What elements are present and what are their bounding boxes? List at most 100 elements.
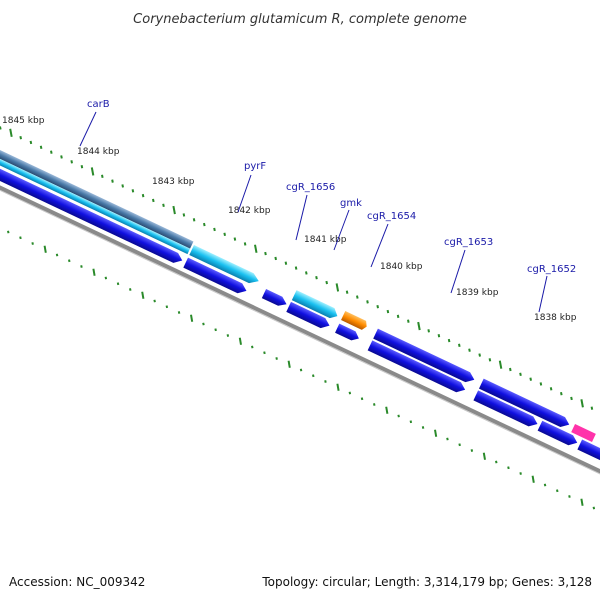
gene-carB-shape[interactable] (0, 141, 194, 249)
gc-tick (421, 426, 425, 429)
ruler-tick (39, 145, 43, 150)
ruler-labels: 1845 kbp 1844 kbp 1843 kbp 1842 kbp 1841… (2, 116, 577, 323)
ruler-tick (70, 160, 73, 164)
gene-lower-5[interactable] (577, 439, 600, 471)
ruler-tick (152, 198, 155, 203)
gc-tick (129, 288, 132, 291)
gene-label-cgR_1656[interactable]: cgR_1656 (286, 182, 335, 193)
ruler-tick (213, 227, 216, 232)
ruler-tick (549, 387, 553, 391)
ruler-tick (376, 305, 379, 309)
gene-label-pyrF[interactable]: pyrF (244, 161, 266, 172)
ruler-tick (417, 321, 421, 331)
gc-tick (165, 305, 169, 309)
ruler-tick (519, 372, 522, 377)
ruler-tick (335, 283, 340, 292)
gene-cgR_1653-lower[interactable] (367, 340, 468, 395)
gc-tick (592, 506, 596, 510)
gene-cgR_1656-lower[interactable] (286, 301, 331, 331)
ruler-tick (498, 360, 503, 369)
ruler-tick (233, 237, 237, 241)
gc-tick (336, 383, 340, 391)
ruler-tick (458, 343, 461, 348)
ruler-tick (590, 406, 594, 410)
gene-cgR_1652-shape[interactable] (478, 378, 571, 430)
gc-tick (104, 276, 108, 280)
gc-tick (556, 489, 559, 493)
ruler-tick (172, 205, 176, 215)
gene-label-gmk[interactable]: gmk (340, 198, 362, 209)
gc-tick (348, 391, 352, 395)
ruler-ticks (0, 126, 594, 410)
ruler-tick (141, 193, 145, 198)
gene-lower-3[interactable] (473, 390, 539, 429)
ruler-tick (315, 276, 318, 280)
gc-tick (19, 236, 22, 240)
gene-small-blue-b[interactable] (335, 323, 361, 343)
gene-cgR_1653-shape[interactable] (373, 328, 476, 386)
ruler-tick (0, 126, 2, 130)
gc-tick (31, 242, 34, 245)
ruler-tick (101, 174, 104, 178)
backbone-line (0, 170, 600, 482)
gc-tick (458, 443, 461, 447)
ruler-label: 1839 kbp (456, 288, 499, 298)
ruler-tick (366, 300, 369, 304)
gc-tick (226, 334, 230, 337)
gc-tick (580, 498, 584, 506)
gc-tick (299, 368, 303, 372)
ruler-tick (192, 218, 196, 222)
gc-tick (373, 403, 376, 406)
ruler-tick (407, 319, 410, 323)
gc-tick (543, 483, 547, 487)
ruler-tick (254, 244, 258, 253)
gene-gmk-shape[interactable] (341, 311, 369, 331)
map-title: Corynebacterium glutamicum R, complete g… (133, 12, 467, 27)
ruler-tick (80, 164, 84, 169)
ruler-label: 1842 kbp (228, 206, 271, 216)
ruler-tick (488, 358, 492, 362)
ruler-label: 1843 kbp (152, 177, 195, 187)
ruler-tick (121, 184, 124, 188)
gene-magenta[interactable] (571, 424, 596, 443)
gene-lower-2[interactable] (183, 257, 248, 297)
gc-tick (397, 414, 400, 418)
gc-tick (7, 230, 10, 234)
gene-small-blue-a[interactable] (261, 289, 289, 309)
gc-tick (434, 429, 438, 437)
gene-label-cgR_1654[interactable]: cgR_1654 (367, 211, 416, 222)
gene-lower-4[interactable] (537, 420, 580, 448)
ruler-tick (529, 377, 532, 381)
gc-tick (360, 397, 364, 401)
gc-tick (482, 452, 486, 460)
gc-tick (68, 259, 71, 263)
gene-pyrF-shape[interactable] (189, 245, 261, 287)
gc-tick (202, 322, 205, 326)
ruler-tick (111, 179, 114, 183)
gene-label-cgR_1653[interactable]: cgR_1653 (444, 237, 493, 248)
ruler-tick (264, 251, 267, 256)
gene-label-carB[interactable]: carB (87, 99, 110, 110)
ruler-tick (284, 261, 288, 265)
gc-tick (324, 380, 327, 383)
ruler-tick (447, 338, 451, 343)
gene-lower-1[interactable] (0, 156, 184, 266)
gc-tick (80, 265, 83, 268)
gc-tick (531, 475, 535, 483)
gc-tick (470, 449, 474, 452)
ruler-tick (19, 135, 22, 140)
accession-label: Accession: NC_009342 (9, 575, 145, 589)
ruler-tick (50, 150, 53, 154)
ruler-tick (223, 232, 226, 236)
ruler-tick (162, 203, 165, 207)
gene-label-cgR_1652[interactable]: cgR_1652 (527, 264, 576, 275)
ruler-tick (305, 271, 308, 275)
feature-band (0, 141, 600, 483)
gc-tick (238, 337, 242, 345)
gene-cgR_1656-shape[interactable] (291, 290, 340, 320)
gc-tick (385, 406, 389, 414)
gc-tick (177, 311, 181, 314)
gc-tick (55, 253, 59, 257)
ruler-tick (468, 348, 471, 352)
